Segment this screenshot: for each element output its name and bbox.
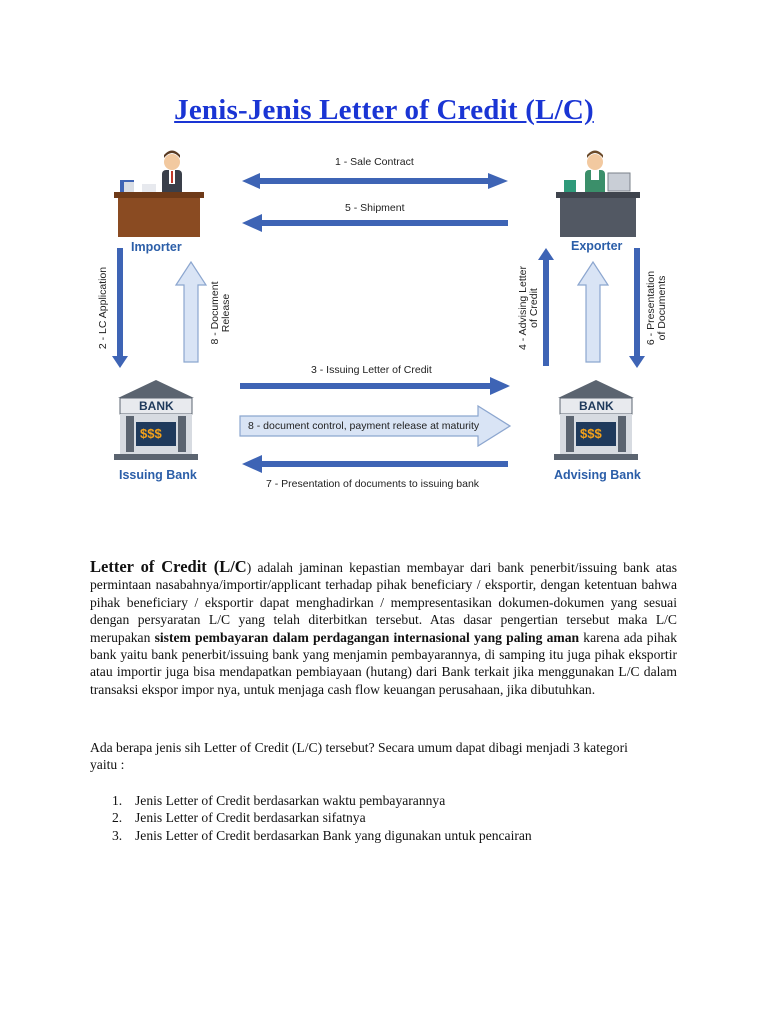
label-exporter: Exporter [571, 239, 623, 253]
list-number: 3. [112, 827, 123, 843]
para1-emphasis: sistem pembayaran dalam perdagangan inte… [154, 629, 580, 645]
lc-categories-list: 1. Jenis Letter of Credit berdasarkan wak… [112, 792, 532, 844]
label-step5: 5 - Shipment [345, 202, 405, 214]
label-step6: 6 - Presentation of Documents [645, 266, 668, 350]
arrow-presentation-docs-up [576, 260, 610, 363]
issuing-bank-dollar: $$$ [140, 426, 162, 441]
arrow-document-control [239, 404, 512, 448]
advising-bank-dollar: $$$ [580, 426, 602, 441]
definition-paragraph: Letter of Credit (L/C) adalah jaminan ke… [90, 558, 677, 698]
list-item: 2. Jenis Letter of Credit berdasarkan sif… [112, 809, 532, 826]
label-step3: 3 - Issuing Letter of Credit [311, 364, 432, 376]
label-step7: 7 - Presentation of documents to issuing… [266, 478, 480, 490]
para1-text-2: karena ada pihak bank yaitu bank penerbi… [90, 629, 678, 697]
issuing-bank-sign: BANK [139, 399, 174, 413]
label-step1: 1 - Sale Contract [335, 156, 414, 168]
label-importer: Importer [131, 240, 182, 254]
arrow-sale-contract [242, 173, 508, 189]
list-item: 1. Jenis Letter of Credit berdasarkan wak… [112, 792, 532, 809]
label-step4: 4 - Advising Letter of Credit [517, 258, 540, 358]
label-step2: 2 - LC Application [97, 266, 109, 350]
para1-text-1: ) adalah jaminan kepastian membayar dari… [90, 560, 677, 645]
label-step6-line2: of Documents [656, 275, 668, 341]
list-item: 3. Jenis Letter of Credit berdasarkan Ban… [112, 827, 532, 844]
exporter-illustration [556, 150, 640, 237]
question-paragraph: Ada berapa jenis sih Letter of Credit (L… [90, 740, 628, 773]
list-text: Jenis Letter of Credit berdasarkan waktu… [135, 793, 446, 808]
list-text: Jenis Letter of Credit berdasarkan Bank … [135, 827, 532, 843]
issuing-bank-building [114, 380, 198, 460]
list-number: 2. [112, 810, 123, 826]
lc-flow-diagram: 1 - Sale Contract 5 - Shipment Importer … [90, 140, 680, 500]
list-number: 1. [112, 793, 123, 808]
label-advising-bank: Advising Bank [554, 468, 641, 482]
diagram-graphics [112, 150, 645, 473]
label-step4-line2: of Credit [528, 288, 540, 328]
advising-bank-building [554, 380, 638, 460]
arrow-presentation-docs-down [629, 248, 645, 368]
arrow-presentation-to-issuing [242, 455, 508, 473]
arrow-document-release [174, 260, 208, 363]
arrow-lc-application [112, 248, 128, 368]
arrow-issuing-lc [240, 377, 510, 395]
page-title: Jenis-Jenis Letter of Credit (L/C) [174, 94, 594, 126]
arrow-advising-letter [538, 248, 554, 366]
list-text: Jenis Letter of Credit berdasarkan sifat… [135, 810, 366, 826]
label-step8-release: 8 - Document Release [209, 276, 232, 350]
importer-illustration [114, 150, 204, 237]
advising-bank-sign: BANK [579, 399, 614, 413]
label-step8-release-line2: Release [220, 293, 232, 333]
label-issuing-bank: Issuing Bank [119, 468, 197, 482]
label-step8-document-control: 8 - document control, payment release at… [248, 420, 480, 432]
lead-term: Letter of Credit (L/C [90, 557, 247, 576]
arrow-shipment [242, 214, 508, 232]
